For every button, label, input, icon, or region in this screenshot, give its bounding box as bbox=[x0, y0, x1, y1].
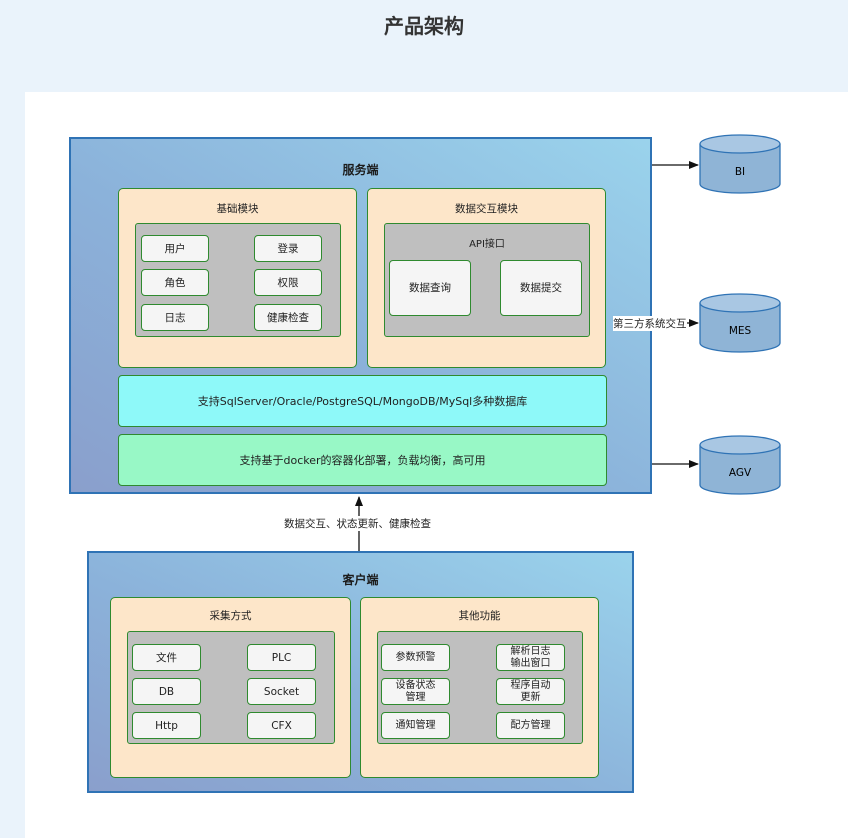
data-submit-item: 数据提交 bbox=[500, 260, 582, 316]
recipe-item: 配方管理 bbox=[496, 712, 565, 739]
database-support-bar: 支持SqlServer/Oracle/PostgreSQL/MongoDB/My… bbox=[118, 375, 607, 427]
socket-item: Socket bbox=[247, 678, 316, 705]
auto-update-item: 程序自动更新 bbox=[496, 678, 565, 705]
db-item: DB bbox=[132, 678, 201, 705]
server-panel: 服务端 基础模块 用户 登录 角色 权限 日志 健康检查 数据交互模块 API接… bbox=[69, 137, 652, 494]
agv-database-icon bbox=[699, 435, 781, 495]
client-link-label: 数据交互、状态更新、健康检查 bbox=[284, 516, 431, 531]
connector-layer: BI MES AGV bbox=[355, 134, 781, 551]
client-title: 客户端 bbox=[342, 573, 379, 587]
server-title: 服务端 bbox=[342, 163, 379, 177]
http-item: Http bbox=[132, 712, 201, 739]
other-functions-module-title: 其他功能 bbox=[458, 610, 501, 622]
user-item: 用户 bbox=[141, 235, 209, 262]
client-panel: 客户端 采集方式 文件 PLC DB Socket Http CFX 其他功能 … bbox=[87, 551, 634, 793]
data-exchange-module-title: 数据交互模块 bbox=[455, 203, 518, 215]
data-exchange-module: 数据交互模块 API接口 数据查询 数据提交 bbox=[367, 188, 606, 368]
mes-database-icon bbox=[699, 293, 781, 353]
log-output-window-item: 解析日志输出窗口 bbox=[496, 644, 565, 671]
permission-item: 权限 bbox=[254, 269, 322, 296]
collection-module: 采集方式 文件 PLC DB Socket Http CFX bbox=[110, 597, 351, 778]
file-item: 文件 bbox=[132, 644, 201, 671]
third-party-label: 第三方系统交互 bbox=[613, 316, 687, 331]
bi-database-icon bbox=[699, 134, 781, 194]
api-title: API接口 bbox=[469, 239, 505, 250]
other-functions-module: 其他功能 参数预警 解析日志输出窗口 设备状态管理 程序自动更新 通知管理 配方… bbox=[360, 597, 599, 778]
data-query-item: 数据查询 bbox=[389, 260, 471, 316]
mes-label: MES bbox=[729, 325, 752, 337]
diagram-canvas: BI MES AGV 服务端 基础模块 用户 登录 角色 权限 日志 健康检查 … bbox=[25, 92, 848, 838]
basic-module-items: 用户 登录 角色 权限 日志 健康检查 bbox=[135, 223, 341, 337]
cfx-item: CFX bbox=[247, 712, 316, 739]
notification-item: 通知管理 bbox=[381, 712, 450, 739]
bi-label: BI bbox=[735, 166, 745, 178]
device-status-item: 设备状态管理 bbox=[381, 678, 450, 705]
docker-support-bar: 支持基于docker的容器化部署，负载均衡，高可用 bbox=[118, 434, 607, 486]
parameter-alert-item: 参数预警 bbox=[381, 644, 450, 671]
log-item: 日志 bbox=[141, 304, 209, 331]
role-item: 角色 bbox=[141, 269, 209, 296]
page-title: 产品架构 bbox=[384, 14, 464, 38]
plc-item: PLC bbox=[247, 644, 316, 671]
collection-module-title: 采集方式 bbox=[209, 610, 252, 622]
other-functions-items: 参数预警 解析日志输出窗口 设备状态管理 程序自动更新 通知管理 配方管理 bbox=[377, 631, 583, 744]
basic-module-title: 基础模块 bbox=[216, 203, 259, 215]
agv-label: AGV bbox=[729, 467, 752, 479]
login-item: 登录 bbox=[254, 235, 322, 262]
api-group: API接口 数据查询 数据提交 bbox=[384, 223, 590, 337]
collection-items: 文件 PLC DB Socket Http CFX bbox=[127, 631, 335, 744]
health-check-item: 健康检查 bbox=[254, 304, 322, 331]
basic-module: 基础模块 用户 登录 角色 权限 日志 健康检查 bbox=[118, 188, 357, 368]
